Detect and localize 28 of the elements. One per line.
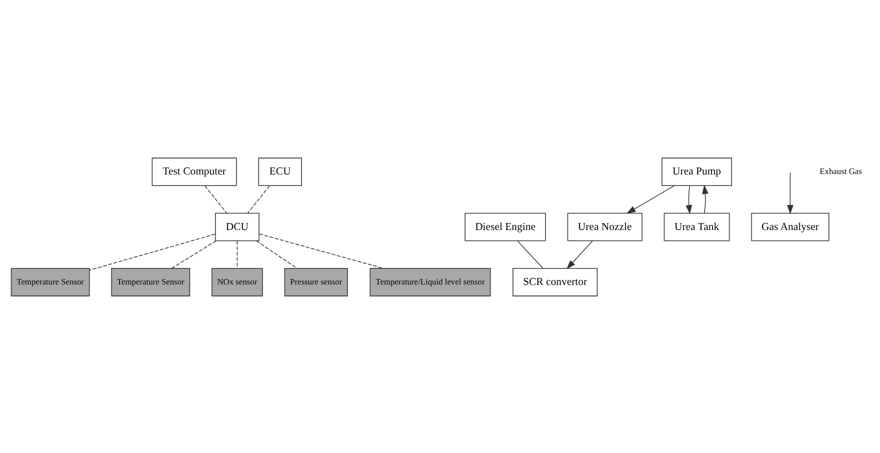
connector	[172, 240, 216, 268]
arrow	[787, 172, 794, 214]
connector	[247, 184, 270, 214]
arrow	[566, 240, 593, 269]
node-box: Test Computer	[152, 157, 237, 186]
connector	[236, 240, 238, 268]
node-box: Urea Nozzle	[567, 212, 642, 241]
arrow	[686, 184, 692, 214]
node-box: Temperature Sensor	[10, 267, 90, 296]
node-box: Urea Pump	[662, 157, 732, 186]
connector	[517, 240, 544, 268]
arrow	[626, 184, 675, 214]
node-box: NOx sensor	[212, 267, 263, 296]
arrow	[702, 184, 708, 214]
node-box: Diesel Engine	[464, 212, 546, 241]
connector	[204, 184, 228, 214]
node-box: Gas Analyser	[751, 212, 830, 241]
connector	[89, 233, 216, 270]
node-box: DCU	[215, 212, 260, 241]
node-box: SCR convertor	[512, 267, 598, 296]
connector	[256, 240, 298, 268]
node-box: Temperature/Liquid level sensor	[370, 267, 491, 296]
node-box: ECU	[258, 157, 302, 186]
connector	[258, 233, 384, 268]
node-box: Temperature Sensor	[111, 267, 190, 296]
label: Exhaust Gas	[820, 165, 862, 176]
node-box: Urea Tank	[664, 212, 730, 241]
node-box: Pressure sensor	[284, 267, 348, 296]
